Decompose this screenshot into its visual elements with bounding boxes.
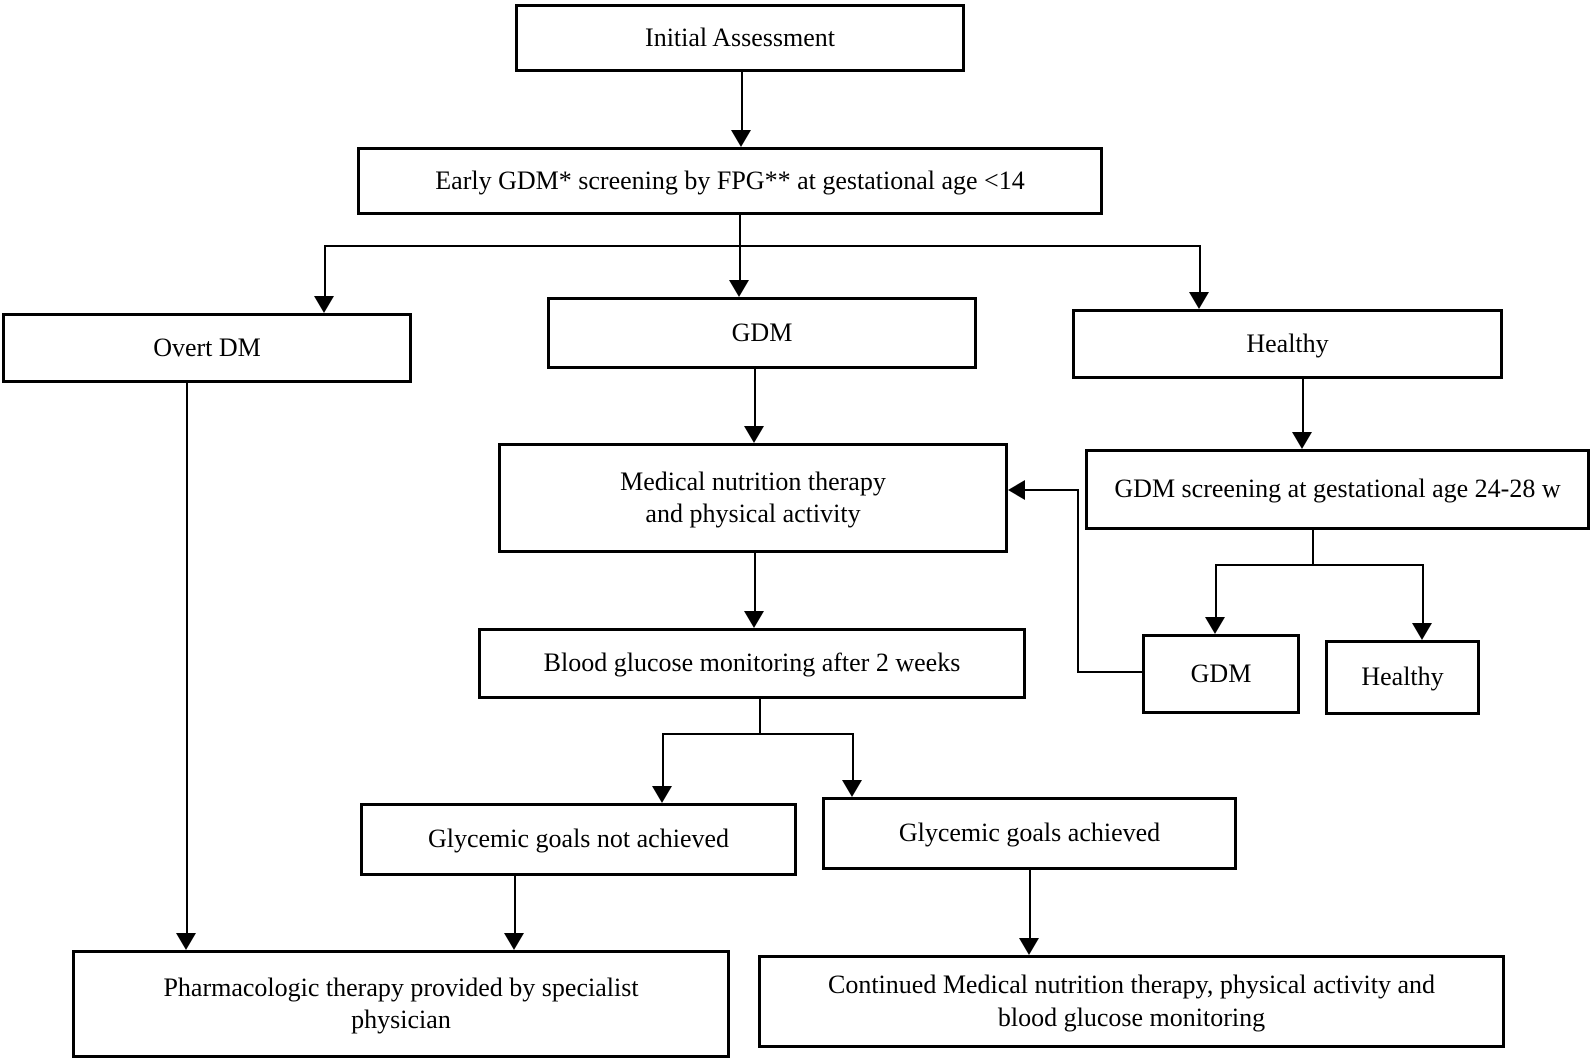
edge-screening-gdmlate-line — [1215, 564, 1217, 617]
arrowhead-down-icon — [744, 426, 764, 443]
edge-achieved-continued-line — [1029, 870, 1031, 938]
edge-gdmlate-mnt-segment-bottom — [1077, 671, 1142, 673]
arrowhead-down-icon — [652, 786, 672, 803]
edge-mnt-blood-line — [754, 553, 756, 611]
arrowhead-down-icon — [314, 296, 334, 313]
node-healthy: Healthy — [1072, 309, 1503, 379]
node-gdm-screening-24-28: GDM screening at gestational age 24-28 w — [1085, 449, 1590, 530]
arrowhead-down-icon — [729, 280, 749, 297]
edge-early-overt-line — [324, 245, 326, 296]
arrowhead-down-icon — [1412, 623, 1432, 640]
edge-early-healthy-line — [1199, 245, 1201, 292]
node-medical-nutrition: Medical nutrition therapy and physical a… — [498, 443, 1008, 553]
node-initial-assessment: Initial Assessment — [515, 4, 965, 72]
node-pharmacologic-therapy: Pharmacologic therapy provided by specia… — [72, 950, 730, 1058]
arrowhead-left-icon — [1008, 480, 1025, 500]
node-overt-dm: Overt DM — [2, 313, 412, 383]
arrowhead-down-icon — [1189, 292, 1209, 309]
arrowhead-down-icon — [744, 611, 764, 628]
arrowhead-down-icon — [731, 130, 751, 147]
edge-gdmlate-mnt-segment-top — [1025, 489, 1077, 491]
node-gdm: GDM — [547, 297, 977, 369]
node-goals-achieved: Glycemic goals achieved — [822, 797, 1237, 870]
edge-overt-pharm-line — [186, 381, 188, 933]
edge-blood-split-stem — [759, 699, 761, 735]
node-continued-mnt: Continued Medical nutrition therapy, phy… — [758, 955, 1505, 1048]
node-healthy-late: Healthy — [1325, 640, 1480, 715]
edge-gdmlate-mnt-segment-vertical — [1077, 489, 1079, 673]
edge-early-split-bar — [324, 245, 1201, 247]
edge-initial-early-line — [741, 72, 743, 131]
edge-blood-split-bar — [662, 733, 854, 735]
arrowhead-down-icon — [1019, 938, 1039, 955]
node-goals-not-achieved: Glycemic goals not achieved — [360, 803, 797, 876]
arrowhead-down-icon — [842, 780, 862, 797]
edge-screening-split-bar — [1215, 564, 1424, 566]
edge-gdm-mnt-line — [754, 369, 756, 426]
edge-notachieved-pharm-line — [514, 876, 516, 933]
arrowhead-down-icon — [1292, 432, 1312, 449]
edge-blood-notachieved-line — [662, 733, 664, 786]
arrowhead-down-icon — [1205, 617, 1225, 634]
edge-screening-split-stem — [1312, 530, 1314, 566]
arrowhead-down-icon — [504, 933, 524, 950]
edge-early-gdm-line — [739, 245, 741, 280]
edge-blood-achieved-line — [852, 733, 854, 780]
edge-healthy-screening-line — [1302, 379, 1304, 432]
arrowhead-down-icon — [176, 933, 196, 950]
node-blood-glucose-monitoring: Blood glucose monitoring after 2 weeks — [478, 628, 1026, 699]
node-gdm-late: GDM — [1142, 634, 1300, 714]
node-early-screening: Early GDM* screening by FPG** at gestati… — [357, 147, 1103, 215]
edge-early-split-stem — [739, 215, 741, 247]
edge-screening-healthylate-line — [1422, 564, 1424, 623]
